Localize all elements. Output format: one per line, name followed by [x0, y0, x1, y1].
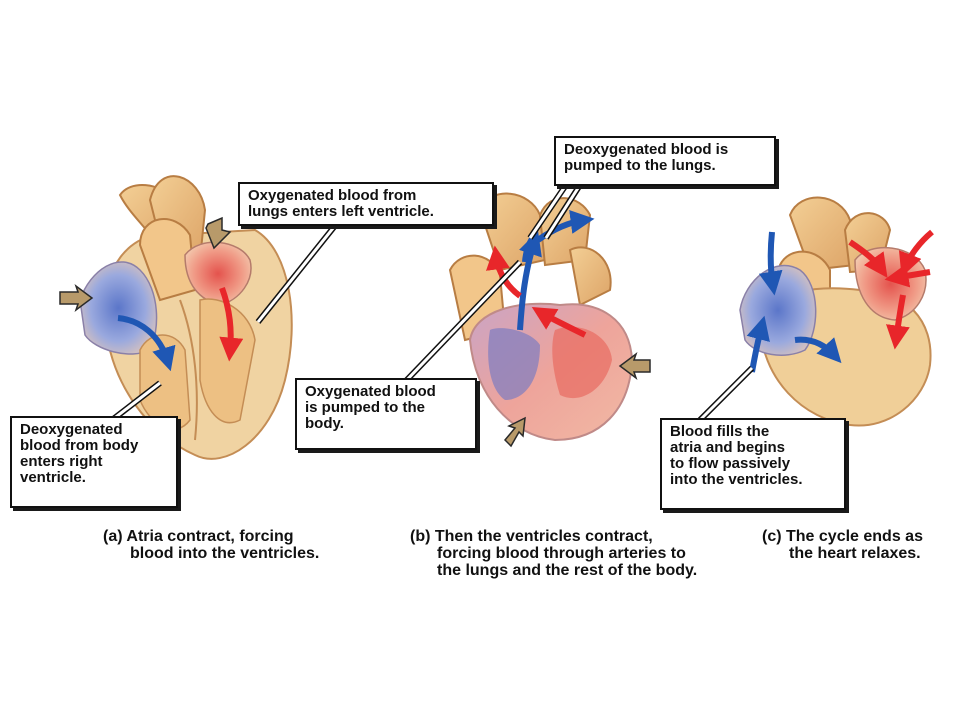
- callout-line: ventricle.: [20, 469, 86, 486]
- caption-line: the lungs and the rest of the body.: [437, 562, 698, 579]
- callout-line: body.: [305, 415, 344, 432]
- callout-line: into the ventricles.: [670, 471, 803, 488]
- caption-line: (b) Then the ventricles contract,: [410, 528, 653, 545]
- caption-line: (c) The cycle ends as: [762, 528, 923, 545]
- callout-line: Oxygenated blood: [305, 383, 436, 400]
- callout-line: atria and begins: [670, 439, 786, 456]
- callout-line: Oxygenated blood from: [248, 187, 417, 204]
- callout-line: pumped to the lungs.: [564, 157, 716, 174]
- callout-oxygenated-lungs: Oxygenated blood from lungs enters left …: [238, 182, 494, 226]
- callout-line: enters right: [20, 453, 103, 470]
- callout-line: lungs enters left ventricle.: [248, 203, 434, 220]
- callout-blood-fills: Blood fills the atria and begins to flow…: [660, 418, 846, 510]
- heart-a-illustration: [59, 175, 293, 460]
- pressure-arrow-icon: [618, 351, 651, 381]
- pressure-arrow-icon: [503, 416, 526, 448]
- caption-line: blood into the ventricles.: [130, 545, 320, 562]
- leader-lines: [110, 183, 755, 423]
- caption-line: the heart relaxes.: [789, 545, 921, 562]
- caption-a: (a) Atria contract, forcing blood into t…: [103, 528, 319, 562]
- caption-b: (b) Then the ventricles contract, forcin…: [410, 528, 697, 579]
- callout-line: Deoxygenated blood is: [564, 141, 729, 158]
- caption-line: forcing blood through arteries to: [437, 545, 686, 562]
- callout-line: blood from body: [20, 437, 139, 454]
- caption-c: (c) The cycle ends as the heart relaxes.: [762, 528, 923, 562]
- callout-line: Deoxygenated: [20, 421, 123, 438]
- callout-line: to flow passively: [670, 455, 791, 472]
- callout-line: is pumped to the: [305, 399, 425, 416]
- heart-b-illustration: [448, 192, 651, 448]
- pressure-arrow-icon: [59, 283, 94, 313]
- caption-line: (a) Atria contract, forcing: [103, 528, 294, 545]
- callout-oxygenated-body: Oxygenated blood is pumped to the body.: [295, 378, 477, 450]
- pressure-arrow-icon: [205, 216, 232, 250]
- heart-c-illustration: [739, 196, 934, 427]
- callout-line: Blood fills the: [670, 423, 770, 440]
- callout-deoxygenated-body: Deoxygenated blood from body enters righ…: [10, 416, 178, 508]
- callout-deoxygenated-lungs: Deoxygenated blood is pumped to the lung…: [554, 136, 776, 186]
